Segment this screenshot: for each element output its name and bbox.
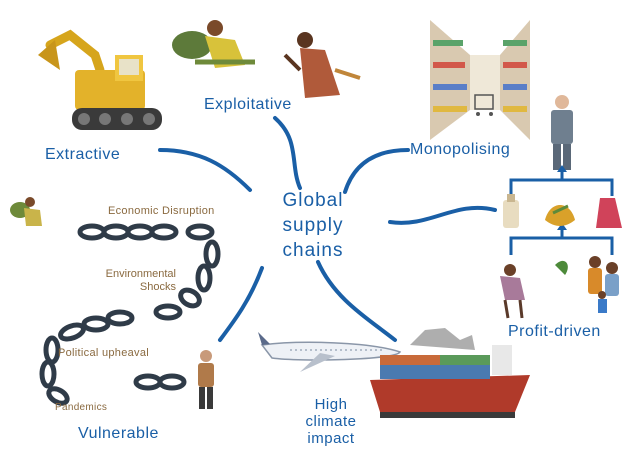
label-high: High [314, 396, 348, 413]
caption-pandemics: Pandemics [55, 402, 108, 413]
airplane-icon [258, 332, 402, 372]
standing-man-icon [198, 350, 214, 409]
tea-pickers-icon [172, 20, 361, 98]
caption-shocks: Shocks [139, 281, 176, 293]
hierarchy-bottom-bar [509, 236, 614, 255]
excavator-icon [38, 29, 162, 130]
label-impact: impact [307, 430, 355, 447]
connector-monopolising [343, 148, 410, 194]
label-profit-driven: Profit-driven [508, 323, 601, 340]
label-exploitative: Exploitative [204, 96, 292, 113]
caption-political-upheaval: Political upheaval [58, 347, 150, 359]
central-title-line2: supply [282, 215, 344, 236]
connector-extractive [158, 148, 252, 192]
caption-environmental: Environmental [105, 268, 176, 280]
label-climate: climate [305, 413, 357, 430]
supermarket-aisle-icon [430, 20, 530, 140]
label-monopolising: Monopolising [410, 141, 511, 158]
broken-chain-icon [39, 223, 221, 406]
arrow-up-icon [557, 223, 567, 230]
label-vulnerable: Vulnerable [78, 425, 159, 442]
connector-profit [388, 205, 497, 225]
farm-workers-icon [500, 256, 619, 319]
connector-exploitative [273, 116, 302, 190]
caption-economic-disruption: Economic Disruption [108, 205, 215, 217]
tea-basket-worker-icon [10, 197, 42, 226]
connector-climate [316, 260, 397, 342]
hierarchy-top-bar [509, 178, 614, 196]
label-high-climate-impact: High climate impact [292, 396, 370, 447]
caption-environmental-shocks: Environmental Shocks [86, 268, 176, 294]
arrow-up-icon [557, 165, 567, 172]
central-title-line1: Global [282, 190, 344, 211]
businessman-icon [551, 95, 573, 170]
central-title-line3: chains [282, 240, 344, 261]
cargo-ship-icon [370, 328, 530, 418]
label-extractive: Extractive [45, 146, 121, 163]
central-title: Global supply chains [253, 188, 373, 263]
connector-vulnerable [218, 266, 264, 342]
products-icon [503, 194, 622, 228]
